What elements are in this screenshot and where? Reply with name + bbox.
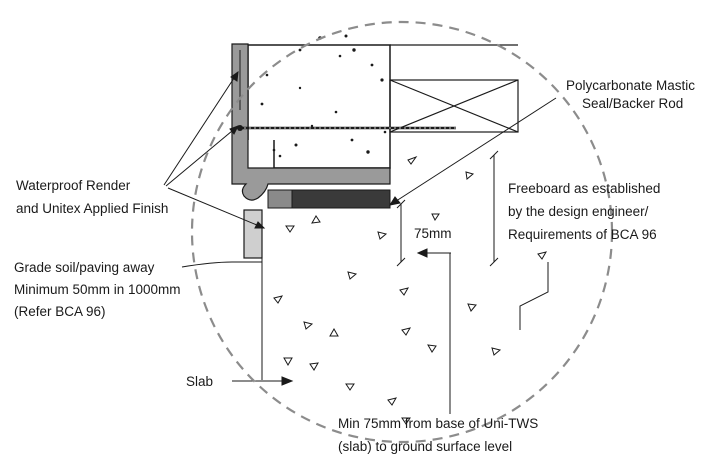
- leader-lines: [163, 70, 557, 414]
- label-mastic-1: Polycarbonate Mastic: [566, 78, 695, 93]
- dimension-freeboard: [489, 150, 499, 267]
- label-dim-75: 75mm: [414, 226, 452, 241]
- concrete-speckles: [260, 34, 387, 158]
- label-grade-3: (Refer BCA 96): [14, 304, 106, 319]
- label-grade-2: Minimum 50mm in 1000mm: [14, 282, 181, 297]
- anchor-bolt: [237, 125, 456, 131]
- label-mastic-2: Seal/Backer Rod: [582, 96, 683, 111]
- ground-aggregate: [273, 155, 548, 425]
- waterproof-render: [231, 43, 391, 201]
- label-freeboard-2: by the design engineer/: [508, 204, 649, 219]
- ground-profile-line: [519, 262, 549, 330]
- detail-circle: [190, 20, 614, 444]
- label-freeboard-1: Freeboard as established: [508, 181, 660, 196]
- label-render-2: and Unitex Applied Finish: [16, 201, 168, 216]
- label-grade-1: Grade soil/paving away: [14, 260, 155, 275]
- label-render-1: Waterproof Render: [16, 178, 131, 193]
- backer-rod-block: [267, 189, 293, 209]
- label-min-2: (slab) to ground surface level: [338, 439, 512, 454]
- timber-bearer: [389, 44, 519, 133]
- concrete-slab: [247, 44, 391, 169]
- label-freeboard-3: Requirements of BCA 96: [508, 227, 657, 242]
- label-slab: Slab: [186, 374, 213, 389]
- grade-paving-block: [243, 209, 263, 259]
- dimension-75mm: [396, 199, 406, 267]
- mastic-seal-strip: [291, 189, 391, 209]
- label-min-1: Min 75mm from base of Uni-TWS: [338, 416, 538, 431]
- annotations: Polycarbonate Mastic Seal/Backer Rod Wat…: [14, 78, 695, 454]
